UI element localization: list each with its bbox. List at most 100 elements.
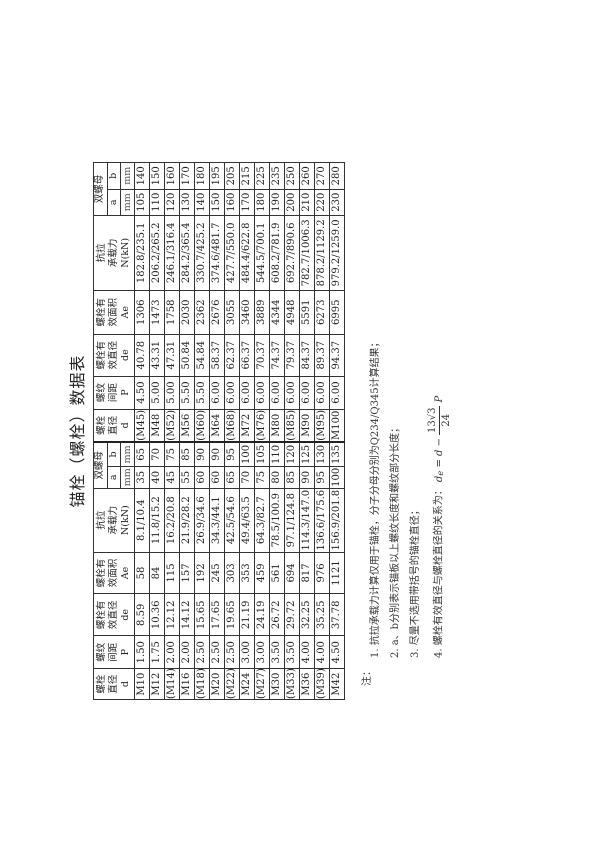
cell-Ae: 84 bbox=[149, 552, 165, 594]
cell-a: 60 bbox=[194, 466, 210, 489]
cell-de: 79.37 bbox=[284, 334, 300, 377]
cell-Ae: 3055 bbox=[224, 290, 240, 335]
cell-P: 3.00 bbox=[254, 635, 270, 669]
cell-Ae: 976 bbox=[314, 552, 330, 594]
cell-a: 80 bbox=[269, 466, 285, 489]
cell-N: 979.2/1259.0 bbox=[329, 215, 345, 291]
cell-P: 6.00 bbox=[284, 376, 300, 410]
cell-Ae: 3889 bbox=[254, 290, 270, 335]
cell-Ae: 353 bbox=[239, 552, 255, 594]
header-double-nut: 双螺母 bbox=[93, 442, 108, 489]
cell-P: 5.00 bbox=[164, 376, 180, 410]
cell-b: 195 bbox=[209, 162, 225, 190]
cell-d: M72 bbox=[239, 409, 255, 443]
cell-b: 215 bbox=[239, 162, 255, 190]
cell-d: M90 bbox=[299, 409, 315, 443]
cell-N: 49.4/63.5 bbox=[239, 488, 255, 553]
note-1: 1. 抗拉承载力计算仅用于锚栓，分子分母分别为Q234/Q345计算结果； bbox=[370, 337, 381, 658]
cell-de: 47.31 bbox=[164, 334, 180, 377]
cell-N: 11.8/15.2 bbox=[149, 488, 165, 553]
cell-a: 70 bbox=[239, 466, 255, 489]
cell-b: 75 bbox=[164, 442, 180, 467]
cell-a: 55 bbox=[179, 466, 195, 489]
cell-P: 6.00 bbox=[299, 376, 315, 410]
cell-Ae: 817 bbox=[299, 552, 315, 594]
cell-d: M48 bbox=[149, 409, 165, 443]
cell-b: 270 bbox=[314, 162, 330, 190]
cell-P: 4.00 bbox=[299, 635, 315, 669]
cell-de: 26.72 bbox=[269, 593, 285, 636]
header-double-nut-right: 双螺母 bbox=[93, 162, 108, 216]
cell-a: 65 bbox=[224, 466, 240, 489]
cell-a: 85 bbox=[284, 466, 300, 489]
cell-Ae: 192 bbox=[194, 552, 210, 594]
cell-N: 97.1/124.8 bbox=[284, 488, 300, 553]
cell-N: 246.1/316.4 bbox=[164, 215, 180, 291]
cell-N: 21.9/28.2 bbox=[179, 488, 195, 553]
cell-de: 84.37 bbox=[299, 334, 315, 377]
cell-b: 170 bbox=[179, 162, 195, 190]
header-a-right: a bbox=[107, 189, 121, 216]
cell-de: 12.12 bbox=[164, 593, 180, 636]
cell-P: 2.00 bbox=[164, 635, 180, 669]
cell-b: 130 bbox=[314, 442, 330, 467]
cell-Ae: 561 bbox=[269, 552, 285, 594]
cell-Ae: 115 bbox=[164, 552, 180, 594]
cell-de: 10.36 bbox=[149, 593, 165, 636]
cell-b: 205 bbox=[224, 162, 240, 190]
cell-P: 6.00 bbox=[269, 376, 285, 410]
header-b-unit-right: mm bbox=[120, 162, 135, 190]
cell-b: 100 bbox=[239, 442, 255, 467]
cell-b: 120 bbox=[284, 442, 300, 467]
header-b-unit: mm bbox=[120, 442, 135, 467]
cell-N: 78.5/100.9 bbox=[269, 488, 285, 553]
header-a-unit-right: mm bbox=[120, 189, 135, 216]
cell-Ae: 6995 bbox=[329, 290, 345, 335]
cell-de: 17.65 bbox=[209, 593, 225, 636]
cell-a: 200 bbox=[284, 189, 300, 216]
cell-d: M10 bbox=[134, 668, 150, 700]
cell-a: 60 bbox=[209, 466, 225, 489]
cell-N: 16.2/20.8 bbox=[164, 488, 180, 553]
header-b-right: b bbox=[107, 162, 121, 190]
cell-de: 74.37 bbox=[269, 334, 285, 377]
cell-P: 2.00 bbox=[179, 635, 195, 669]
cell-de: 62.37 bbox=[224, 334, 240, 377]
cell-d: (M27) bbox=[254, 668, 270, 700]
cell-N: 284.2/365.4 bbox=[179, 215, 195, 291]
cell-Ae: 1758 bbox=[164, 290, 180, 335]
cell-N: 34.3/44.1 bbox=[209, 488, 225, 553]
cell-a: 105 bbox=[134, 189, 150, 216]
page-title: 锚栓（螺栓）数据表 bbox=[68, 354, 87, 508]
cell-Ae: 5591 bbox=[299, 290, 315, 335]
cell-a: 75 bbox=[254, 466, 270, 489]
cell-P: 4.50 bbox=[134, 376, 150, 410]
cell-a: 150 bbox=[209, 189, 225, 216]
cell-N: 114.3/147.0 bbox=[299, 488, 315, 553]
cell-d: M56 bbox=[179, 409, 195, 443]
cell-a: 170 bbox=[239, 189, 255, 216]
cell-d: M36 bbox=[299, 668, 315, 700]
cell-N: 136.6/175.6 bbox=[314, 488, 330, 553]
cell-a: 120 bbox=[164, 189, 180, 216]
cell-d: M30 bbox=[269, 668, 285, 700]
cell-N: 782.7/1006.3 bbox=[299, 215, 315, 291]
cell-Ae: 4948 bbox=[284, 290, 300, 335]
cell-de: 24.19 bbox=[254, 593, 270, 636]
cell-d: M100 bbox=[329, 409, 345, 443]
